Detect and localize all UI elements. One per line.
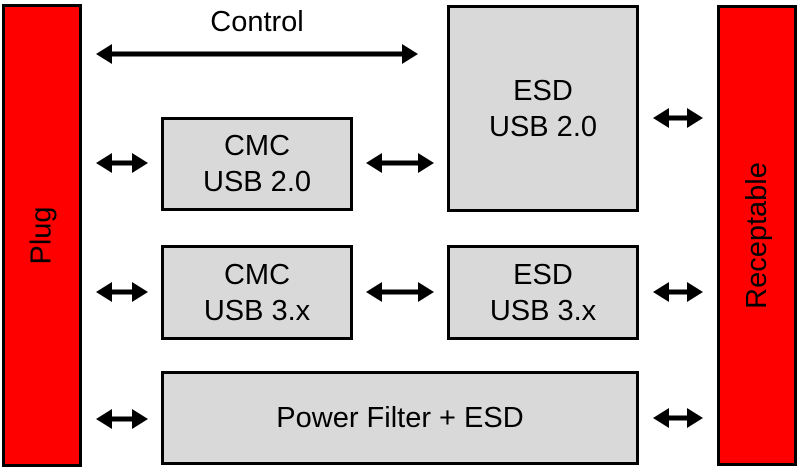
block-esd-usb2-line1: ESD: [513, 74, 573, 107]
power-filter-receptacle-double-arrow-icon: [652, 405, 704, 431]
receptacle-connector-bar: Receptable: [717, 5, 797, 466]
cmc-usb3-esd-usb3-double-arrow-icon: [365, 279, 435, 305]
plug-cmc-usb2-double-arrow-icon: [95, 150, 149, 176]
block-cmc-usb2: CMC USB 2.0: [161, 117, 353, 211]
block-esd-usb3-line2: USB 3.x: [489, 294, 597, 327]
block-esd-usb3: ESD USB 3.x: [447, 245, 639, 340]
plug-label: Plug: [25, 206, 58, 265]
block-cmc-usb2-line2: USB 2.0: [203, 166, 311, 198]
block-cmc-usb3-line2: USB 3.x: [203, 294, 311, 327]
receptacle-label: Receptable: [740, 162, 773, 309]
block-esd-usb2: ESD USB 2.0: [447, 5, 639, 212]
esd-usb3-receptacle-double-arrow-icon: [652, 279, 704, 305]
plug-connector-bar: Plug: [2, 4, 82, 467]
block-power-filter-esd-line1: Power Filter + ESD: [276, 402, 524, 434]
esd-usb2-receptacle-double-arrow-icon: [652, 105, 704, 131]
control-double-arrow-icon: [95, 41, 419, 67]
control-label: Control: [210, 6, 304, 38]
block-cmc-usb2-line1: CMC: [223, 130, 291, 162]
plug-cmc-usb3-double-arrow-icon: [95, 279, 149, 305]
block-esd-usb3-line1: ESD: [513, 258, 573, 291]
plug-power-filter-double-arrow-icon: [95, 406, 149, 432]
cmc-usb2-esd-usb2-double-arrow-icon: [365, 150, 435, 176]
block-esd-usb2-line2: USB 2.0: [489, 110, 597, 143]
block-cmc-usb3-line1: CMC: [223, 258, 291, 291]
block-power-filter-esd: Power Filter + ESD: [161, 371, 639, 465]
block-cmc-usb3: CMC USB 3.x: [161, 245, 353, 340]
